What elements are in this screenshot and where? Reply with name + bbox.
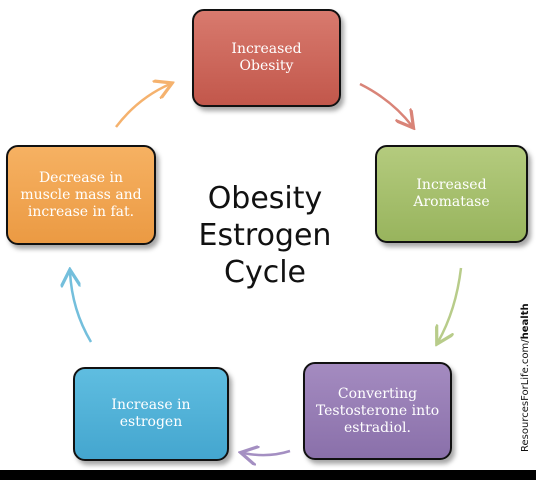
credit-prefix: ResourcesForLife.com/ (520, 339, 531, 452)
step-increase-in-estrogen: Increase in estrogen (73, 367, 229, 461)
arrow-aromatase-to-converting (438, 267, 463, 342)
arrow-obesity-to-aromatase (359, 82, 412, 126)
step-label: Increase in estrogen (111, 397, 191, 430)
arrow-converting-to-estrogen (243, 451, 291, 455)
bottom-bar (0, 470, 536, 480)
diagram-title: Obesity Estrogen Cycle (198, 181, 332, 290)
arrow-decrease-to-obesity (115, 84, 170, 128)
step-increased-aromatase: Increased Aromatase (375, 145, 528, 243)
step-converting-testosterone: Converting Testosterone into estradiol. (303, 362, 452, 460)
source-credit: ResourcesForLife.com/health (520, 303, 531, 452)
step-label: Decrease in muscle mass and increase in … (20, 169, 142, 220)
step-decrease-muscle-mass: Decrease in muscle mass and increase in … (6, 145, 156, 245)
step-increased-obesity: Increased Obesity (192, 9, 341, 107)
step-label: Converting Testosterone into estradiol. (315, 385, 440, 436)
step-label: Increased Obesity (231, 41, 302, 74)
step-label: Increased Aromatase (413, 177, 490, 210)
credit-bold: health (520, 303, 531, 340)
arrow-estrogen-to-decrease (70, 272, 93, 343)
